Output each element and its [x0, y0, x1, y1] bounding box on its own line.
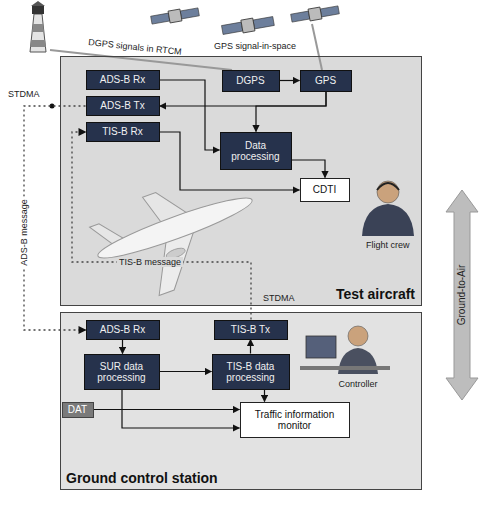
connector	[280, 80, 300, 81]
direction-label: Ground-to-Air	[456, 265, 468, 326]
connector	[250, 340, 251, 354]
edge-label: TIS-B message	[117, 257, 183, 268]
ground-station-panel: Ground control station ADS-B Rx TIS-B Tx SU…	[60, 312, 422, 490]
gps-signal-line	[312, 24, 322, 70]
ground-to-air-arrow	[446, 190, 478, 400]
satellite	[290, 4, 339, 24]
process-box: Data processing	[220, 132, 292, 170]
beacon-tower	[30, 1, 46, 52]
signal-label: DGPS signals in RTCM	[88, 37, 182, 58]
box-label: GPS	[315, 75, 336, 86]
connector	[160, 80, 220, 150]
unit-box: ADS-B Tx	[86, 96, 160, 116]
panel-title: Test aircraft	[336, 286, 415, 302]
controller-figure	[300, 326, 390, 374]
connector	[160, 132, 300, 190]
unit-box: ADS-B Rx	[86, 70, 160, 90]
connector	[160, 371, 212, 372]
flight-crew-figure	[362, 181, 414, 236]
connector	[292, 160, 326, 178]
unit-box: GPS	[300, 70, 352, 92]
box-label: ADS-B Rx	[100, 324, 146, 335]
box-label: TIS-B Rx	[102, 126, 143, 137]
display-box: CDTI	[300, 178, 350, 202]
signal-label: GPS signal-in-space	[214, 41, 296, 52]
connector	[160, 92, 327, 107]
box-label: SUR data processing	[89, 361, 155, 383]
box-label: DGPS	[236, 75, 264, 86]
satellite	[150, 6, 199, 26]
unit-box: ADS-B Rx	[86, 320, 160, 340]
satellite	[221, 15, 274, 37]
process-box: TIS-B data processing	[212, 354, 290, 390]
person-label: Controller	[339, 379, 378, 390]
aircraft-panel-fill	[60, 56, 422, 306]
display-box: Traffic information monitor	[240, 402, 350, 438]
box-label: ADS-B Rx	[100, 74, 146, 85]
box-label: TIS-B data processing	[217, 361, 285, 383]
edge-label: ADS-B message	[18, 197, 29, 268]
data-box: DAT	[62, 402, 94, 418]
panel-title: Ground control station	[66, 470, 218, 486]
ground-panel-fill	[60, 312, 422, 490]
box-label: DAT	[68, 404, 87, 415]
connector	[122, 340, 123, 354]
unit-box: TIS-B Rx	[86, 122, 160, 142]
unit-box: TIS-B Tx	[214, 320, 288, 340]
connector	[122, 390, 240, 429]
process-box: SUR data processing	[84, 354, 160, 390]
connector	[264, 390, 265, 402]
link-label: STDMA	[8, 89, 40, 100]
aircraft-panel: Test aircraft ADS-B Rx ADS-B Tx TIS-B Rx DGP…	[60, 56, 422, 306]
connector	[256, 92, 326, 132]
unit-box: DGPS	[222, 70, 280, 92]
datalink-connector	[24, 106, 86, 330]
box-label: Data processing	[225, 140, 287, 162]
airplane	[84, 162, 272, 310]
person-label: Flight crew	[366, 240, 410, 251]
box-label: CDTI	[313, 184, 336, 195]
box-label: ADS-B Tx	[100, 100, 144, 111]
link-label: STDMA	[263, 293, 295, 304]
box-label: Traffic information monitor	[245, 409, 345, 431]
box-label: TIS-B Tx	[231, 324, 270, 335]
connector	[94, 409, 240, 410]
